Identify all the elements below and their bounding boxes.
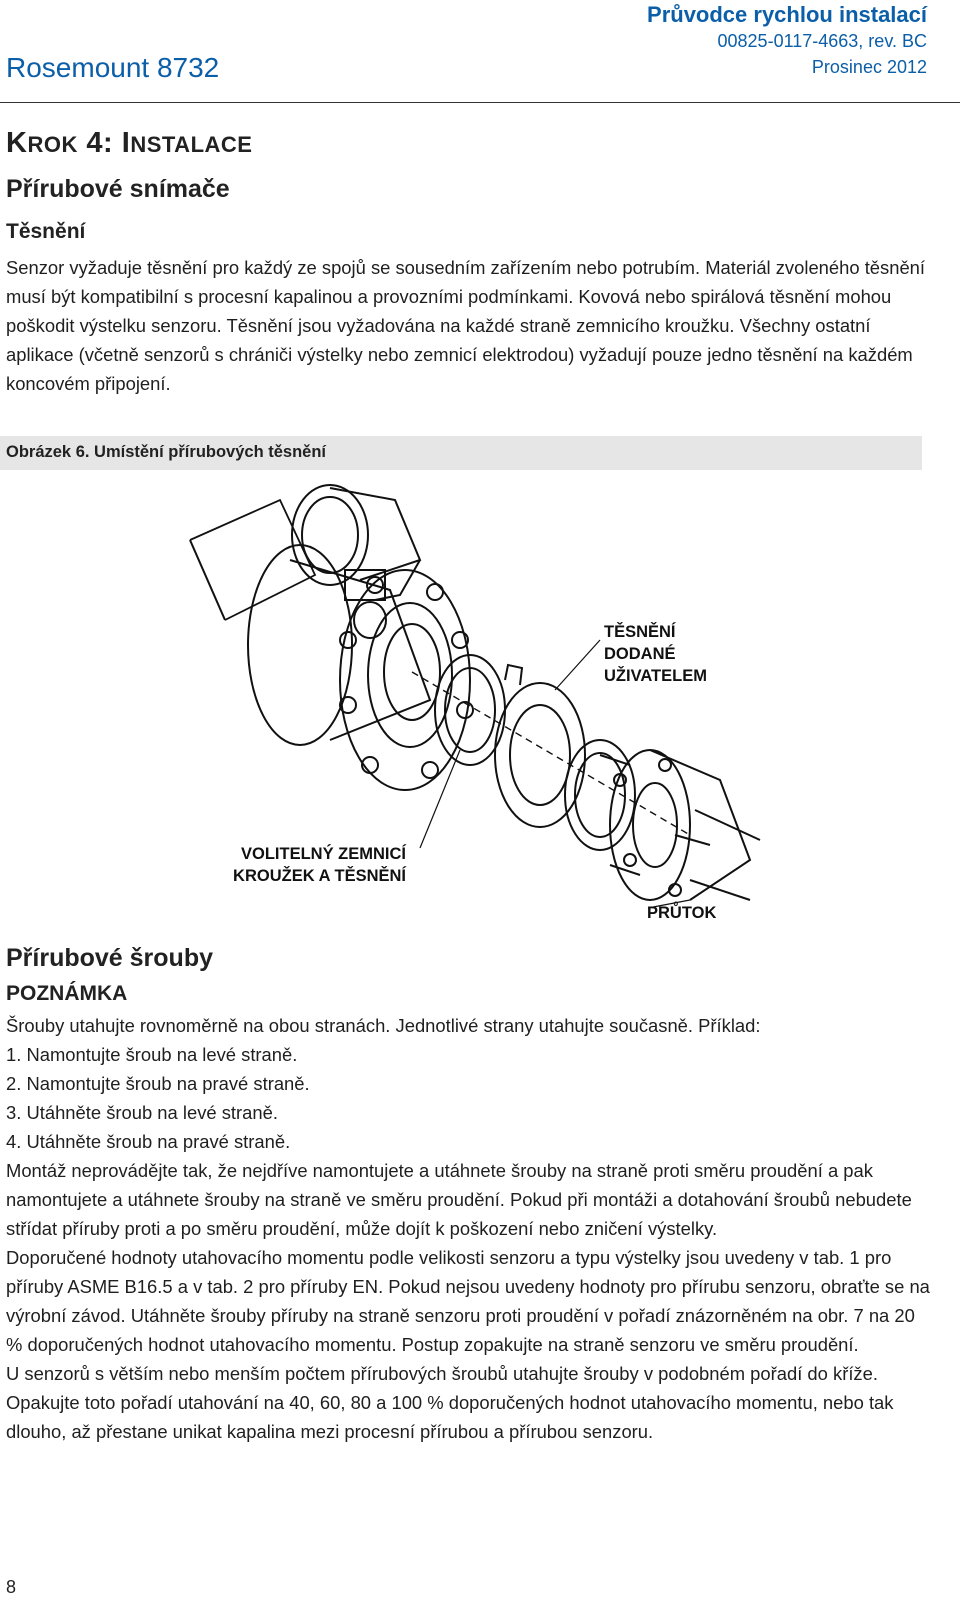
label-user-gaskets: TĚSNĚNÍ DODANÉ UŽIVATELEM: [604, 623, 707, 685]
subsection-title-gaskets: Těsnění: [6, 220, 86, 243]
bolts-paragraph-2: Doporučené hodnoty utahovacího momentu p…: [6, 1247, 930, 1355]
note-step-4: 4. Utáhněte šroub na pravé straně.: [6, 1131, 291, 1152]
note-step-1: 1. Namontujte šroub na levé straně.: [6, 1044, 298, 1065]
header-right: Průvodce rychlou instalací 00825-0117-46…: [647, 2, 927, 80]
step-title: KROK 4: INSTALACE: [6, 127, 253, 159]
figure-caption: Obrázek 6. Umístění přírubových těsnění: [6, 443, 327, 461]
note-step-2: 2. Namontujte šroub na pravé straně.: [6, 1073, 310, 1094]
bolts-paragraph-1: Montáž neprovádějte tak, že nejdříve nam…: [6, 1160, 912, 1239]
note-step-3: 3. Utáhněte šroub na levé straně.: [6, 1102, 278, 1123]
guide-title: Průvodce rychlou instalací: [647, 2, 927, 27]
figure-caption-bar: Obrázek 6. Umístění přírubových těsnění: [0, 436, 922, 470]
header-divider: [0, 102, 960, 103]
product-name: Rosemount 8732: [6, 52, 220, 83]
section-title-flange-bolts: Přírubové šrouby: [6, 944, 213, 972]
page-number: 8: [6, 1577, 17, 1597]
doc-number: 00825-0117-4663, rev. BC: [717, 31, 927, 51]
gaskets-paragraph: Senzor vyžaduje těsnění pro každý ze spo…: [6, 257, 926, 394]
flange-gasket-diagram: [189, 484, 761, 909]
label-flow: PRŮTOK: [647, 904, 717, 922]
label-ground-ring: VOLITELNÝ ZEMNICÍ KROUŽEK A TĚSNĚNÍ: [233, 845, 406, 885]
section-title-flange-sensors: Přírubové snímače: [6, 175, 230, 203]
note-intro: Šrouby utahujte rovnoměrně na obou stran…: [6, 1015, 761, 1036]
bolts-paragraph-3: U senzorů s větším nebo menším počtem př…: [6, 1363, 894, 1442]
doc-date: Prosinec 2012: [811, 57, 927, 77]
note-title: POZNÁMKA: [6, 982, 128, 1005]
note-body: Šrouby utahujte rovnoměrně na obou stran…: [6, 1011, 930, 1446]
